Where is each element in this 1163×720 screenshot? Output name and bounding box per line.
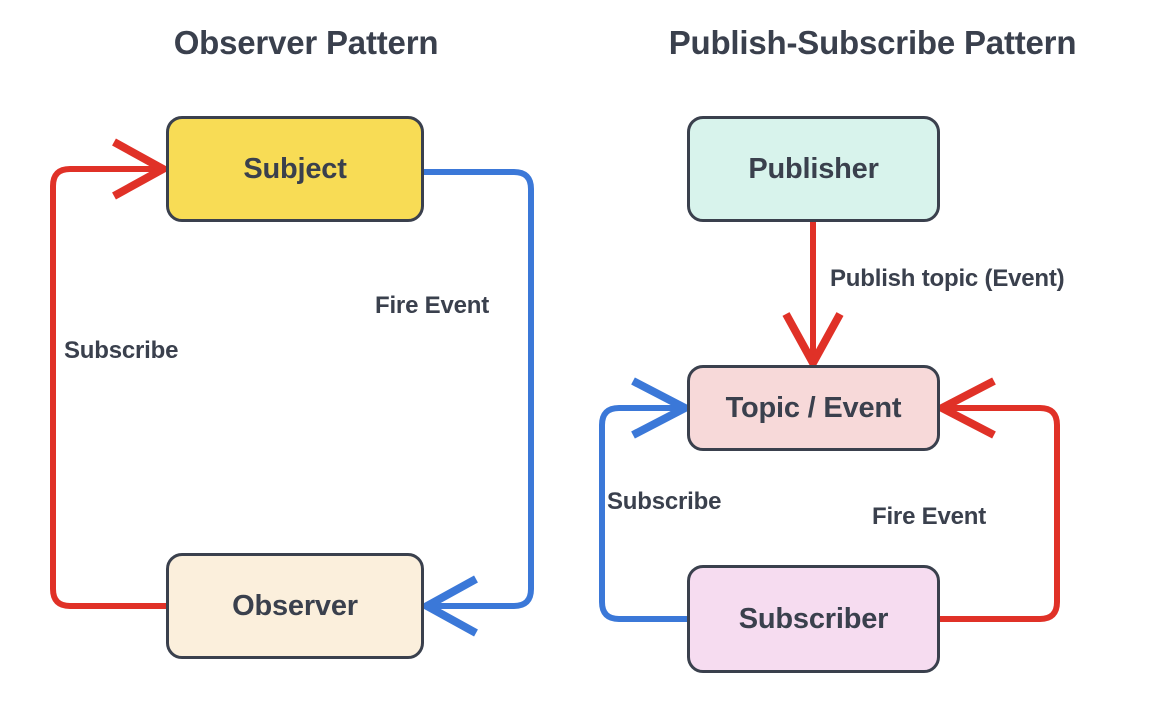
node-subscriber-label: Subscriber — [738, 602, 889, 635]
arrowhead-icon-subscriber-to-topic-fire — [933, 377, 996, 439]
edge-subscriber-to-topic-fire — [933, 377, 1060, 622]
node-subject-label: Subject — [243, 152, 347, 185]
node-topic-event-label: Topic / Event — [725, 391, 902, 424]
edge-label-fire-event-observer: Fire Event — [375, 292, 490, 319]
node-subscriber[interactable]: Subscriber — [687, 565, 940, 673]
edge-label-publish-topic-event: Publish topic (Event) — [830, 265, 1065, 292]
edge-label-subscribe-observer: Subscribe — [64, 337, 179, 364]
edge-subject-to-observer — [418, 169, 534, 637]
edge-line-subscriber-to-topic-fire — [940, 405, 1060, 622]
edge-line-subject-to-observer — [424, 169, 534, 609]
node-subject[interactable]: Subject — [166, 116, 424, 222]
node-observer-label: Observer — [232, 589, 358, 622]
diagram-title-publish-subscribe-pattern: Publish-Subscribe Pattern — [668, 24, 1077, 61]
arrowhead-icon-subject-to-observer — [418, 575, 478, 637]
edge-observer-to-subject — [50, 138, 172, 609]
arrowhead-icon-observer-to-subject — [112, 138, 172, 200]
edge-publisher-to-topic — [782, 222, 844, 372]
arrowhead-icon-subscriber-to-topic — [631, 377, 694, 439]
diagram-title-observer-pattern: Observer Pattern — [173, 24, 439, 61]
node-publisher[interactable]: Publisher — [687, 116, 940, 222]
node-topic-event[interactable]: Topic / Event — [687, 365, 940, 451]
edge-label-fire-event-pubsub: Fire Event — [872, 503, 987, 530]
arrowhead-icon-publisher-to-topic — [782, 312, 844, 372]
node-publisher-label: Publisher — [748, 152, 879, 185]
edge-subscriber-to-topic — [599, 377, 694, 622]
edge-line-subscriber-to-topic — [599, 405, 687, 622]
node-observer[interactable]: Observer — [166, 553, 424, 659]
edge-label-subscribe-pubsub: Subscribe — [607, 488, 722, 515]
edge-line-observer-to-subject — [50, 166, 166, 609]
